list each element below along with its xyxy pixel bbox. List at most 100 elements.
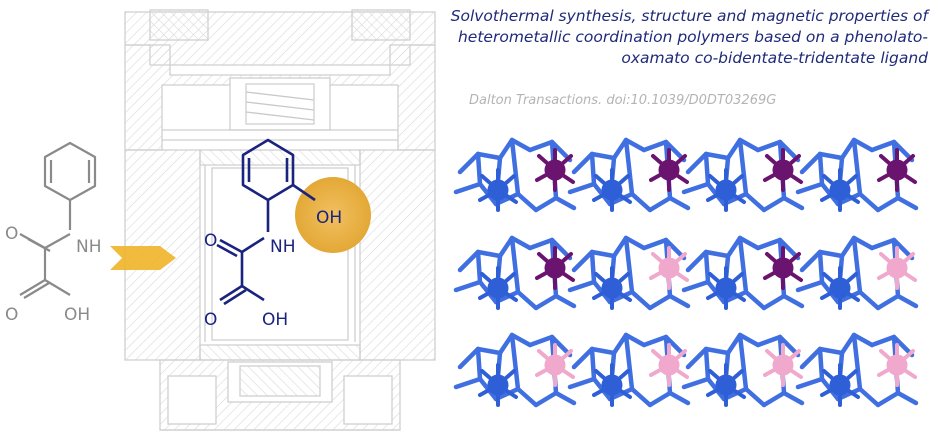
metal-atom-blue — [487, 277, 509, 299]
ligand-bond — [527, 334, 555, 348]
ligand-bond — [527, 139, 555, 153]
ligand-bond — [509, 235, 521, 295]
ligand-bond — [795, 181, 825, 195]
metal-atom-blue — [601, 374, 623, 396]
ligand-bond — [527, 237, 555, 251]
ligand-bond — [685, 249, 709, 273]
metal-atom-blue — [601, 179, 623, 201]
ligand-bond — [611, 235, 629, 259]
ligand-bond — [725, 137, 743, 161]
ligand-bond — [623, 235, 647, 251]
metal-atom-blue — [829, 277, 851, 299]
metal-atom-blue — [715, 277, 737, 299]
ligand-bond — [567, 181, 597, 195]
metal-atom-purple — [772, 159, 794, 181]
ligand-bond — [475, 249, 483, 285]
ligand-bond — [509, 332, 533, 348]
ligand-bond — [567, 376, 597, 390]
coordination-polymer-chains — [453, 137, 919, 408]
ligand-bond — [611, 137, 629, 161]
ligand-bond — [497, 137, 515, 161]
ligand-bond — [795, 279, 825, 293]
ligand-bond — [647, 390, 673, 408]
ligand-bond — [839, 137, 857, 161]
reaction-arrow-icon — [110, 246, 176, 270]
ligand-bond — [647, 293, 673, 311]
oxanilic-acid-molecule — [19, 141, 97, 299]
ligand-bond — [703, 151, 731, 161]
ligand-bond — [875, 293, 901, 311]
ligand-bond — [571, 249, 595, 273]
ligand-bond — [681, 376, 711, 390]
polymer-chain-row — [453, 235, 919, 311]
ligand-bond — [857, 191, 881, 213]
metal-atom-blue — [487, 179, 509, 201]
ligand-bond — [685, 346, 709, 370]
ligand-bond — [755, 139, 783, 153]
metal-atom-blue — [715, 179, 737, 201]
metal-atom-pink — [886, 354, 908, 376]
ligand-bond — [681, 181, 711, 195]
ligand-bond — [703, 151, 711, 187]
ligand-bond — [761, 195, 787, 213]
ligand-bond — [681, 279, 711, 293]
ligand-bond — [589, 346, 597, 382]
ligand-bond — [457, 346, 481, 370]
ligand-bond — [869, 237, 897, 251]
ligand-bond — [641, 139, 669, 153]
ligand-bond — [869, 334, 897, 348]
ligand-bond — [851, 235, 863, 295]
ligand-bond — [453, 376, 483, 390]
ligand-bond — [509, 137, 533, 153]
ligand-bond — [667, 293, 691, 309]
ligand-bond — [589, 151, 617, 161]
ligand-bond — [509, 235, 533, 251]
ligand-bond — [817, 249, 845, 259]
metal-atom-pink — [772, 354, 794, 376]
ligand-bond — [737, 137, 761, 153]
ligand-bond — [743, 386, 767, 408]
ligand-bond — [589, 249, 597, 285]
ligand-bond — [533, 293, 559, 311]
ligand-bond — [743, 191, 767, 213]
ligand-bond — [817, 346, 825, 382]
nh-label-center: NH — [270, 237, 296, 257]
phenolato-oxamate-molecule — [216, 138, 316, 306]
o-bottom-label-left: O — [5, 305, 18, 325]
ligand-bond — [725, 332, 743, 356]
ligand-bond — [667, 195, 691, 211]
ligand-bond — [755, 334, 783, 348]
metal-atom-purple — [544, 159, 566, 181]
ligand-bond — [817, 249, 825, 285]
metal-atom-pink — [658, 257, 680, 279]
o-top-label-center: O — [204, 231, 217, 251]
ligand-bond — [589, 249, 617, 259]
oh-label-left: OH — [64, 305, 90, 325]
metal-atom-blue — [829, 179, 851, 201]
ligand-bond — [795, 376, 825, 390]
ligand-bond — [623, 137, 647, 153]
ligand-bond — [571, 346, 595, 370]
ligand-bond — [799, 346, 823, 370]
ligand-bond — [629, 386, 653, 408]
ligand-bond — [781, 195, 805, 211]
ligand-bond — [623, 137, 635, 197]
ligand-bond — [497, 332, 515, 356]
ligand-bond — [629, 191, 653, 213]
ligand-bond — [851, 137, 863, 197]
ligand-bond — [509, 137, 521, 197]
polymer-chain-row — [453, 332, 919, 408]
ligand-bond — [703, 249, 731, 259]
ligand-bond — [869, 139, 897, 153]
ligand-bond — [497, 235, 515, 259]
ligand-bond — [533, 390, 559, 408]
ligand-bond — [475, 346, 503, 356]
ligand-bond — [641, 237, 669, 251]
ligand-bond — [817, 346, 845, 356]
metal-atom-blue — [601, 277, 623, 299]
metal-atom-blue — [715, 374, 737, 396]
ligand-bond — [839, 235, 857, 259]
ligand-bond — [647, 195, 673, 213]
oh-highlight-circle — [295, 177, 371, 253]
ligand-bond — [685, 151, 709, 175]
